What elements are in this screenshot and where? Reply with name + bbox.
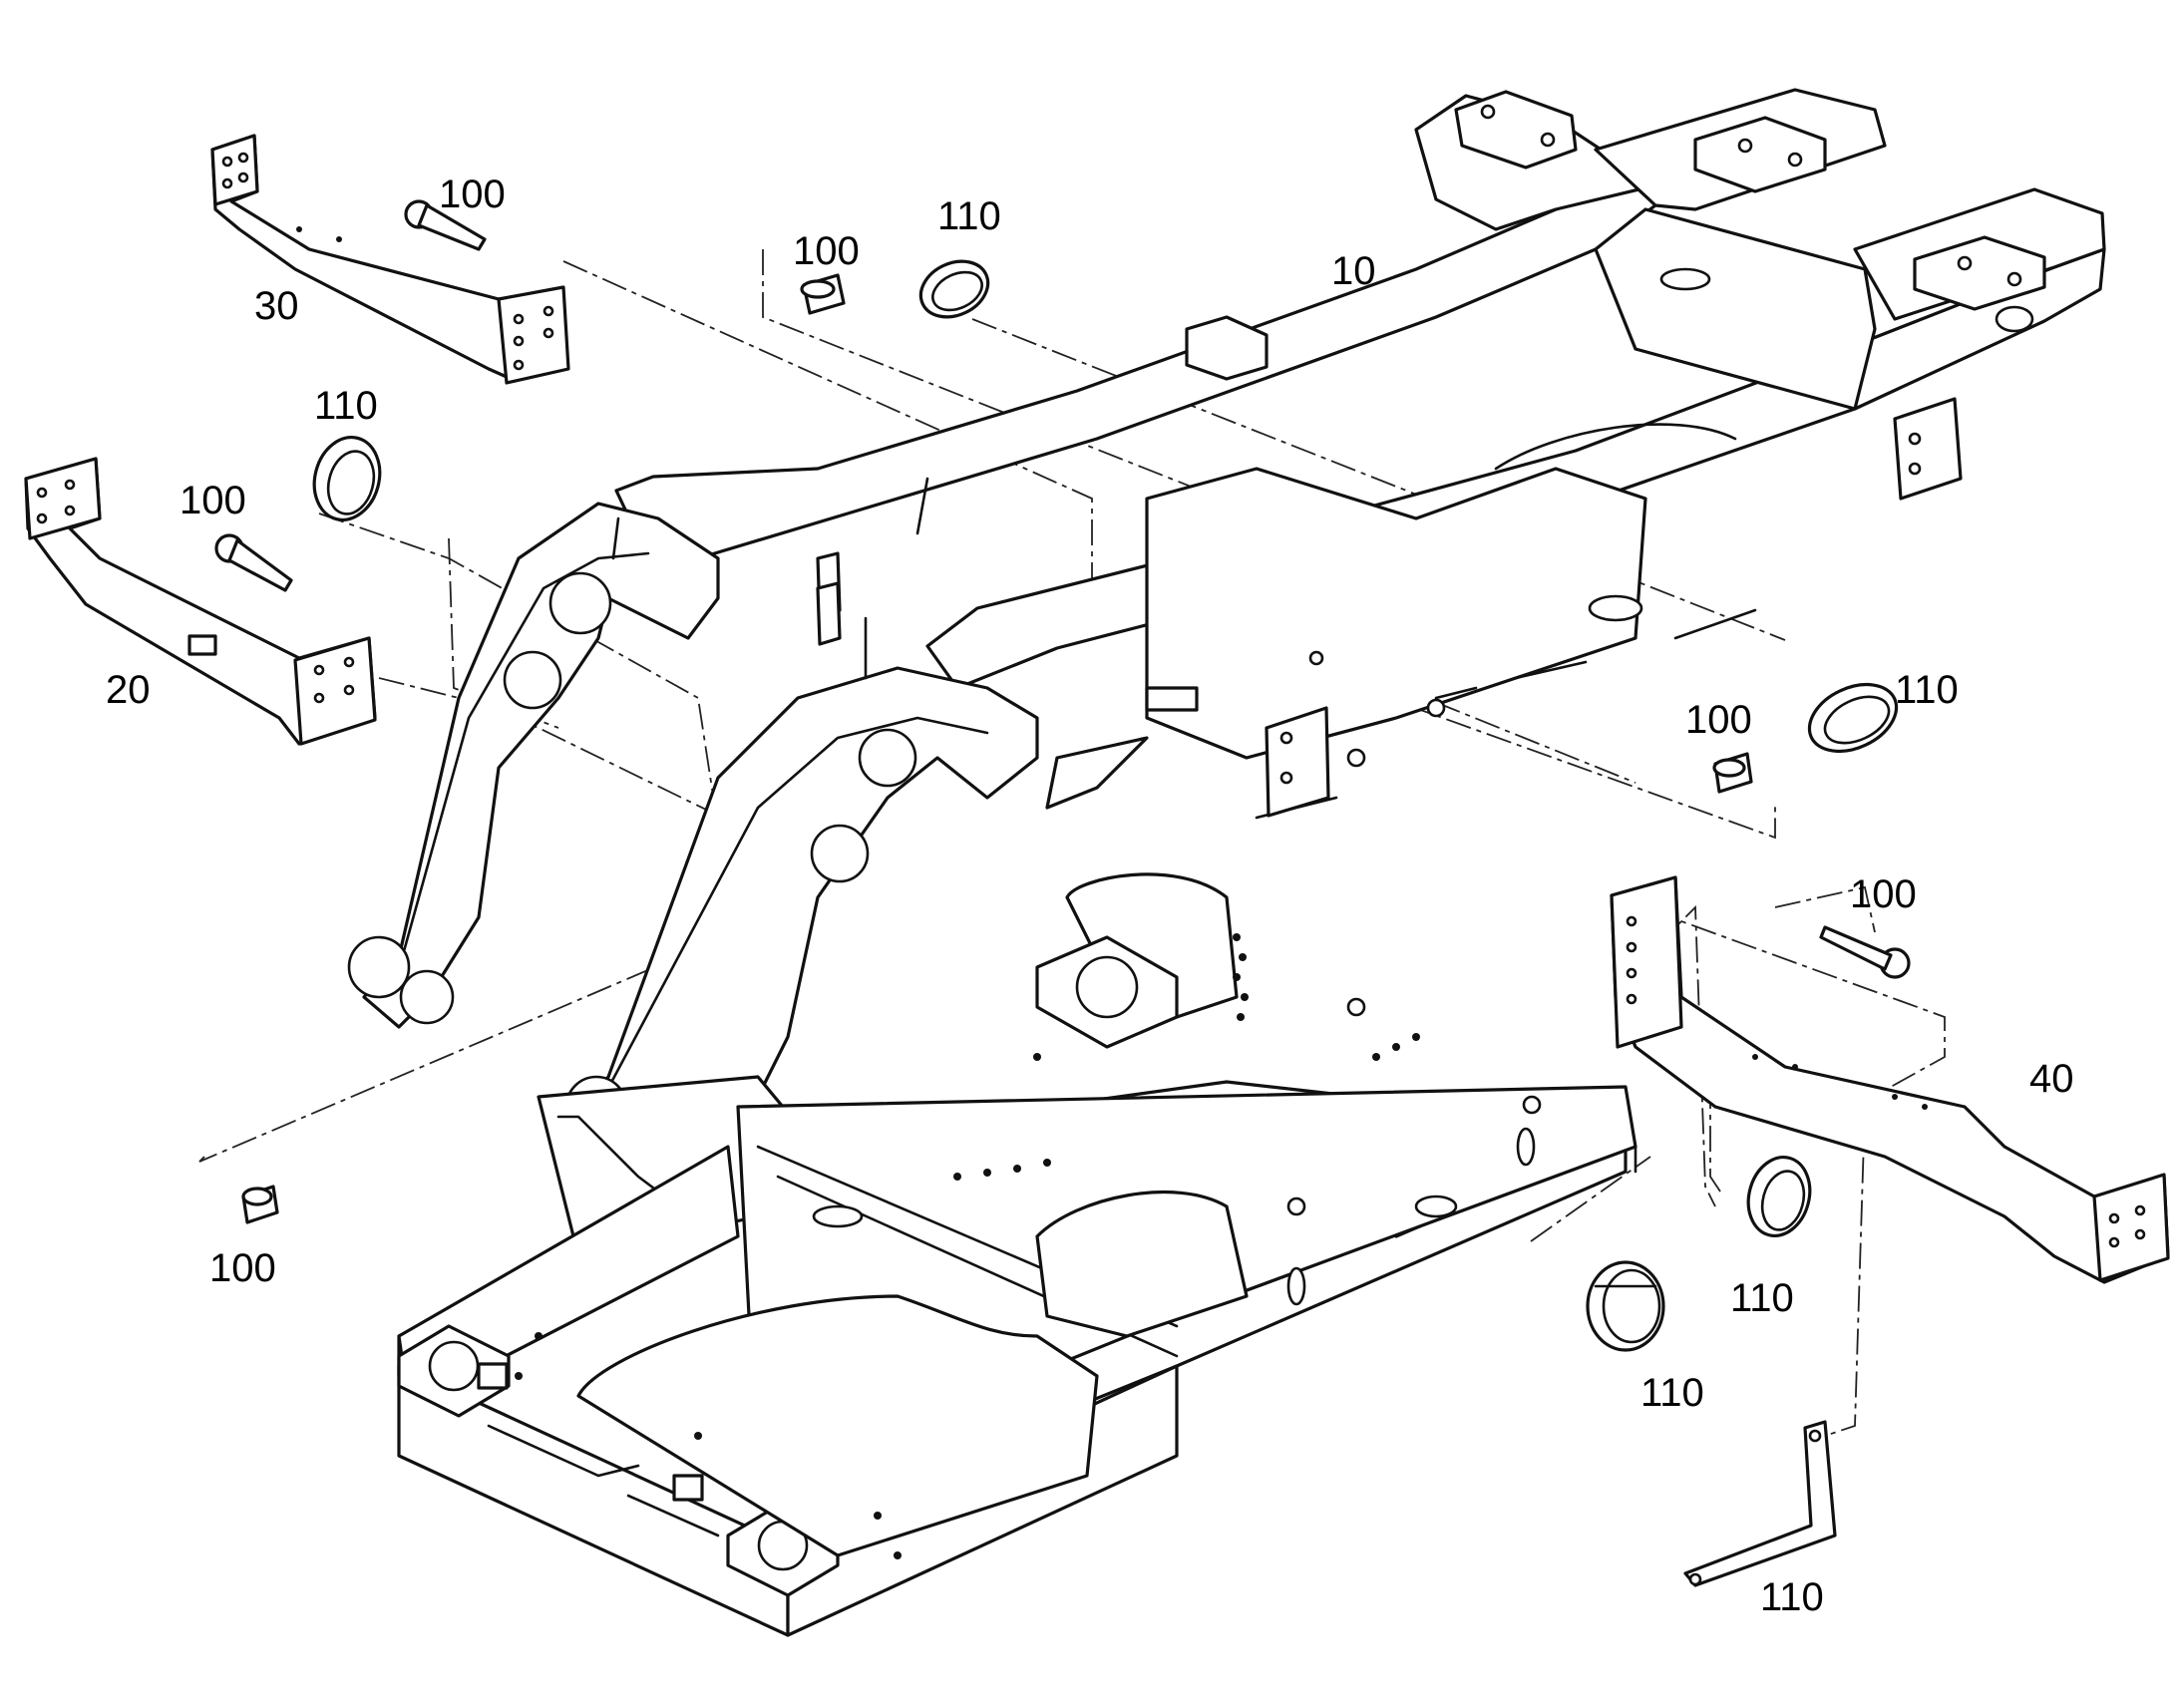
callout-grommet-top: 110 xyxy=(937,194,1001,238)
callout-right-crossmember: 40 xyxy=(2029,1057,2074,1101)
ring-lower xyxy=(1586,1260,1665,1352)
crossmember-part-20 xyxy=(24,457,377,746)
callout-bracket: 110 xyxy=(1760,1575,1824,1619)
main-frame-part-10 xyxy=(347,88,2106,1637)
crossmember-part-40 xyxy=(1610,875,2170,1284)
callout-bolt-40: 100 xyxy=(1850,872,1917,916)
callout-bushing-right: 100 xyxy=(1685,698,1752,742)
callout-grommet-lower-right: 110 xyxy=(1730,1276,1794,1320)
callout-bolt-20: 100 xyxy=(180,479,246,522)
grommet-left xyxy=(312,435,382,522)
bushing-right xyxy=(1712,752,1753,794)
callout-main-frame: 10 xyxy=(1331,249,1376,293)
bolt-near-part-30 xyxy=(404,199,487,251)
grommet-lower-right xyxy=(1746,1155,1812,1238)
callout-grommet-right: 110 xyxy=(1895,668,1959,712)
grommet-top xyxy=(918,259,990,319)
callout-labels: 10 20 30 40 100 100 100 100 100 100 110 … xyxy=(106,172,2074,1619)
bracket-part-110 xyxy=(1683,1420,1837,1587)
bushing-top xyxy=(800,273,846,315)
callout-rear-crossmember: 30 xyxy=(254,284,299,328)
callout-bushing-bottom: 100 xyxy=(209,1246,276,1290)
callout-ring-lower: 110 xyxy=(1640,1371,1704,1415)
callout-grommet-left: 110 xyxy=(314,384,378,428)
crossmember-part-30 xyxy=(210,134,570,385)
bolt-near-part-40 xyxy=(1819,925,1911,979)
callout-bushing-top: 100 xyxy=(793,229,860,273)
bolt-near-part-20 xyxy=(214,533,293,592)
grommet-right xyxy=(1807,682,1899,754)
callout-bolt-30: 100 xyxy=(439,172,506,216)
callout-front-crossmember: 20 xyxy=(106,668,151,712)
bushing-bottom xyxy=(241,1185,279,1224)
